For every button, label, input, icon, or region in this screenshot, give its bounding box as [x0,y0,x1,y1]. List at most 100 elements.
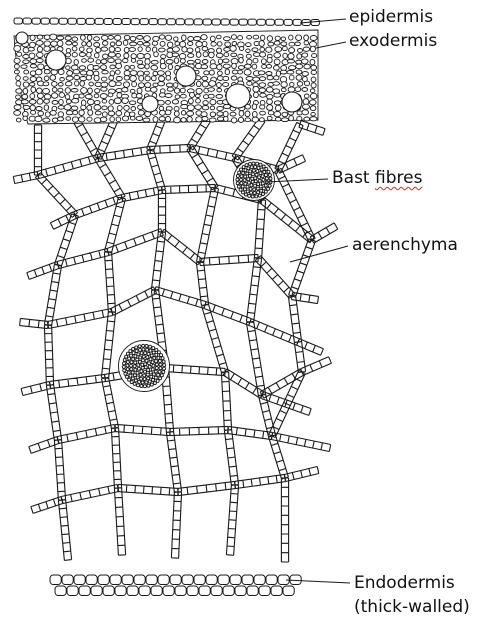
exodermis-cell [79,53,85,57]
exodermis-cell [267,36,272,42]
exodermis-cell [223,59,229,63]
exodermis-cell [30,94,35,99]
exodermis-cell [210,64,217,69]
exodermis-cell [189,98,194,103]
exodermis-cell [59,93,65,98]
endodermis-cell [86,575,97,585]
aerenchyma-cell-chain [281,478,288,562]
exodermis-cell [125,65,130,70]
endodermis-cell [127,586,138,596]
exodermis-cell [223,64,230,68]
exodermis-cell [145,83,151,88]
epidermis-cell [257,19,265,25]
exodermis-cell [44,41,51,46]
exodermis-cell [151,76,156,81]
exodermis-cell [81,105,86,109]
epidermis-cell [149,19,157,25]
exodermis-cell [80,71,87,75]
exodermis-cell [137,36,143,40]
exodermis-cell [296,60,302,64]
exodermis-cell [23,116,28,120]
exodermis-cell [246,43,252,47]
aerenchyma-cell-chain [101,312,115,379]
endodermis-cell [223,586,234,596]
epidermis-cell [203,19,211,25]
exodermis-cell [187,105,194,111]
endodermis-cell [62,575,73,585]
exodermis-cell [195,59,200,63]
endodermis-cell [254,575,265,585]
bast-fibre-bundle-upper [234,160,275,201]
exodermis-cell [179,54,186,59]
edge-cell-strand [277,155,306,174]
exodermis-cell [296,70,302,74]
exodermis-cell [66,66,71,70]
exodermis-cell [165,110,171,115]
exodermis-cell [187,60,194,64]
exodermis-cell [101,47,108,51]
exodermis-cell [188,54,194,58]
exodermis-cell [239,57,244,63]
exodermis-cell [94,75,99,81]
edge-cell-strand [310,223,338,243]
endodermis-cell [122,575,133,585]
exodermis-cell [195,94,200,98]
exodermis-air-space [46,50,66,70]
aerenchyma-cell-chain [104,252,115,312]
exodermis-cell [172,100,178,104]
exodermis-cell [245,118,250,122]
exodermis-cell [311,83,316,88]
exodermis-cell [266,87,273,92]
exodermis-cell [252,111,257,117]
exodermis-cell [129,101,136,105]
exodermis-cell [288,87,295,92]
exodermis-cell [274,93,281,97]
exodermis-cell [151,65,158,70]
exodermis-cell [283,53,288,58]
exodermis-air-space [282,92,302,112]
exodermis-air-space [142,96,158,112]
exodermis-cell [86,75,91,80]
exodermis-cell [181,105,188,109]
exodermis-cell [181,111,185,116]
exodermis-cell [296,64,303,69]
aerenchyma-cell-chain [178,481,236,495]
exodermis-cell [274,101,281,105]
exodermis-cell [43,88,50,93]
exodermis-cell [217,117,223,121]
endodermis-cell [247,586,258,596]
exodermis-cell [60,78,65,82]
epidermis-cell [176,19,184,25]
exodermis-cell [44,105,49,111]
exodermis-cell [209,81,216,87]
exodermis-cell [115,35,121,40]
aerenchyma-cell-chain [57,249,109,269]
exodermis-cell [259,88,265,93]
exodermis-cell [52,88,57,92]
exodermis-cell [268,111,274,115]
endodermis-cell [283,586,294,596]
endodermis-cell [175,586,186,596]
exodermis-cell [202,106,208,110]
exodermis-cell [203,101,208,105]
exodermis-cell [274,53,281,58]
exodermis-cell [152,41,157,45]
aerenchyma-cell-chain [147,149,166,191]
aerenchyma-cell-chain [165,364,225,375]
exodermis-cell [303,104,310,109]
exodermis-cell [159,48,166,52]
endodermis-cell [211,586,222,596]
exodermis-cell [310,36,317,41]
epidermis-cell [32,18,40,24]
exodermis-cell [138,110,144,115]
exodermis-cell [72,52,77,57]
exodermis-cell [174,88,179,93]
exodermis-cell [37,35,43,39]
exodermis-cell [225,42,231,47]
exodermis-cell [194,37,201,41]
exodermis-cell [209,52,215,58]
exodermis-cell [253,86,259,92]
exodermis-cell [110,71,115,76]
exodermis-cell [145,87,151,91]
